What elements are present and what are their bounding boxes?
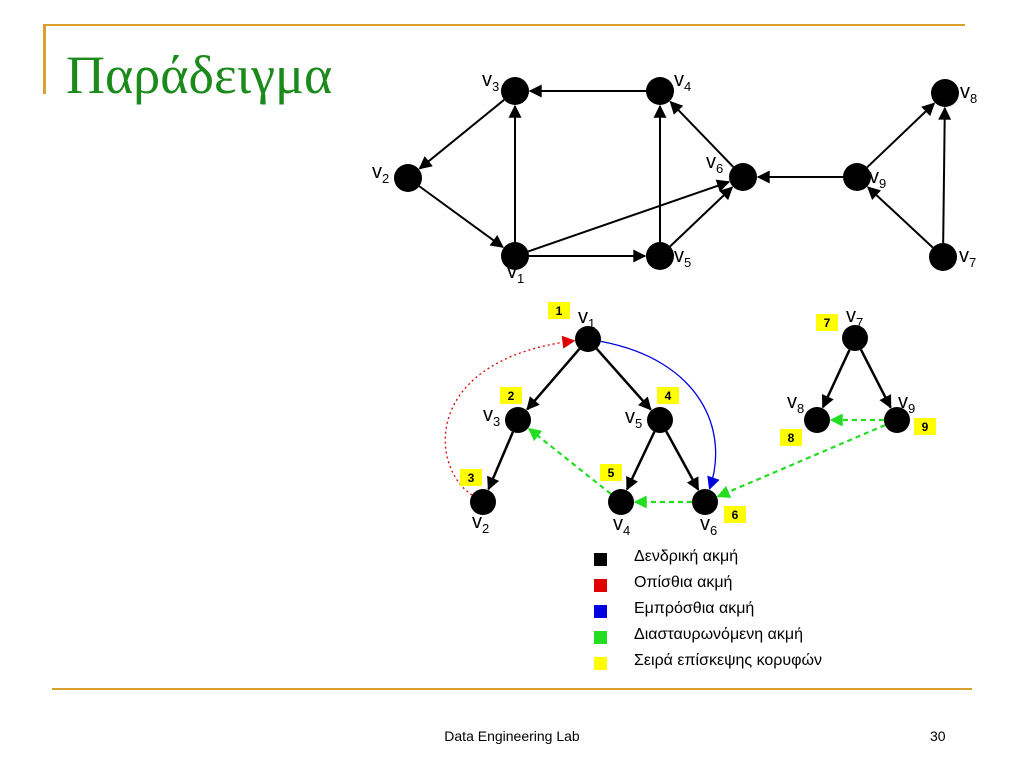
graph-edge-v5-v6 (669, 186, 734, 248)
dfs-node-label-v6: v6 (700, 513, 717, 538)
graph-node-v5 (646, 242, 674, 270)
legend-swatch-cross (594, 631, 607, 644)
visit-order-number-v2: 3 (468, 471, 475, 485)
dfs-node-v5 (647, 407, 673, 433)
dfs-node-label-v4: v4 (613, 513, 630, 538)
dfs-node-v1 (575, 326, 601, 352)
visit-order-badge-v7 (816, 314, 838, 331)
tree-edge-v5-v6 (665, 430, 700, 491)
graph-node-v1 (501, 242, 529, 270)
legend-label-forward: Εμπρόσθια ακμή (634, 600, 755, 617)
graph-node-label-v6: v6 (706, 151, 723, 176)
graph-edge-v2-v1 (418, 185, 504, 248)
dfs-node-v7 (842, 325, 868, 351)
graph-edge-v3-v2 (418, 99, 505, 170)
graph-node-label-v2: v2 (372, 161, 389, 186)
graph-edge-v1-v6 (527, 179, 731, 253)
visit-order-badge-v5 (657, 387, 679, 404)
legend-swatch-order (594, 657, 607, 670)
legend-label-cross: Διασταυρωνόμενη ακμή (634, 626, 804, 643)
directed-graph (394, 77, 959, 271)
graph-diagram: v1 v2 v3 v4 v5 v6 v7 v8 v9 1 2 3 4 5 6 7 8 9 v1 v3 v2 v5 v4 v6 v… (372, 69, 977, 538)
graph-edge-v9-v8 (866, 102, 936, 169)
graph-node-label-v5: v5 (674, 245, 691, 270)
legend-swatch-forward (594, 605, 607, 618)
cross-edge-v9-v6 (716, 424, 886, 498)
visit-order-badge-v8 (780, 429, 802, 446)
graph-node-v6 (729, 163, 757, 191)
dfs-node-label-v5: v5 (625, 406, 642, 431)
graph-edge-v7-v9 (867, 186, 934, 249)
bottom-accent-rule (52, 688, 972, 690)
tree-edge-v7-v8 (821, 349, 851, 409)
legend-swatch-tree (594, 553, 607, 566)
visit-order-badge-v3 (500, 387, 522, 404)
dfs-node-v3 (505, 407, 531, 433)
dfs-node-label-v8: v8 (787, 391, 804, 416)
cross-edge-v4-v3 (527, 427, 612, 495)
visit-order-number-v8: 8 (788, 431, 795, 445)
dfs-node-v6 (692, 489, 718, 515)
graph-node-v9 (843, 163, 871, 191)
visit-order-number-v4: 5 (608, 466, 615, 480)
page-number: 30 (930, 728, 946, 744)
visit-order-badge-v1 (548, 302, 570, 319)
visit-order-badge-v9 (914, 418, 936, 435)
visit-order-number-v7: 7 (824, 316, 831, 330)
dfs-node-v8 (804, 407, 830, 433)
footer-lab-name: Data Engineering Lab (444, 728, 580, 744)
dfs-node-label-v1: v1 (578, 306, 595, 331)
dfs-node-label-v3: v3 (483, 404, 500, 429)
legend-label-order: Σειρά επίσκεψης κορυφών (634, 652, 822, 669)
graph-node-v8 (931, 79, 959, 107)
visit-order-number-v1: 1 (556, 304, 563, 318)
tree-edge-v1-v3 (526, 348, 581, 411)
visit-order-badge-v2 (460, 469, 482, 486)
visit-order-number-v9: 9 (922, 420, 929, 434)
dfs-node-v2 (470, 489, 496, 515)
legend-swatch-back (594, 579, 607, 592)
graph-node-label-v9: v9 (869, 166, 886, 191)
dfs-node-v4 (608, 489, 634, 515)
tree-edge-v3-v2 (487, 431, 515, 491)
tree-edge-v1-v5 (595, 347, 652, 411)
visit-order-number-v3: 2 (508, 389, 515, 403)
graph-node-v3 (501, 77, 529, 105)
graph-node-label-v4: v4 (674, 69, 691, 94)
visit-order-badge-v6 (724, 506, 746, 523)
legend-label-back: Οπίσθια ακμή (634, 574, 733, 591)
visit-order-badge-v4 (600, 464, 622, 481)
graph-node-v4 (646, 77, 674, 105)
back-edge-v2-v1 (444, 335, 576, 496)
dfs-forest: 1 2 3 4 5 6 7 8 9 (444, 302, 936, 523)
tree-edge-v7-v9 (859, 349, 892, 409)
title-accent-bar (43, 24, 46, 94)
graph-node-v7 (929, 243, 957, 271)
dfs-node-v9 (884, 407, 910, 433)
graph-node-label-v1: v1 (507, 261, 524, 286)
graph-node-label-v3: v3 (482, 69, 499, 94)
slide-title: Παράδειγμα (66, 45, 333, 105)
graph-edge-v7-v8 (938, 106, 952, 244)
dfs-node-label-v2: v2 (472, 511, 489, 536)
forward-edge-v1-v6 (600, 340, 720, 491)
graph-node-label-v7: v7 (959, 245, 976, 270)
graph-node-label-v8: v8 (960, 81, 977, 106)
dfs-node-label-v7: v7 (846, 305, 863, 330)
top-accent-rule (43, 24, 965, 26)
graph-node-v2 (394, 164, 422, 192)
tree-edge-v5-v4 (625, 431, 656, 491)
graph-edge-v6-v4 (669, 100, 734, 168)
visit-order-number-v5: 4 (665, 389, 672, 403)
visit-order-number-v6: 6 (732, 508, 739, 522)
legend-label-tree: Δενδρική ακμή (634, 548, 739, 565)
dfs-node-label-v9: v9 (898, 391, 915, 416)
